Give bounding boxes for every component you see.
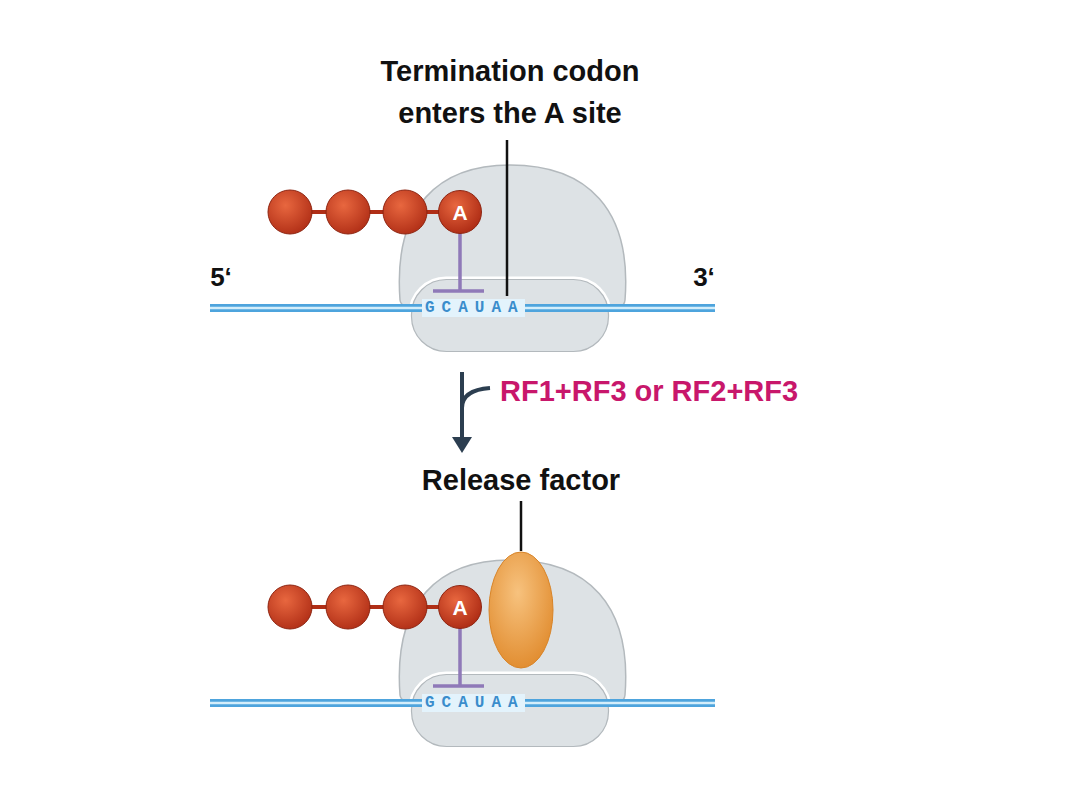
arrow-head <box>452 437 472 453</box>
strand-end: 3‘ <box>693 262 715 292</box>
callout-label: Release factor <box>422 463 620 497</box>
codon-sequence: GCAUAA <box>422 299 525 317</box>
amino-acid <box>383 190 427 234</box>
small-subunit-box: GCAUAA <box>410 278 610 353</box>
leader-line <box>506 140 509 296</box>
peptide-bond <box>290 605 460 609</box>
trna-stem <box>433 232 484 291</box>
ribosome-stage <box>210 165 715 353</box>
leader-line <box>520 501 523 551</box>
callout-title: Termination codon enters the A site <box>340 50 680 134</box>
amino-acid-label: A <box>452 202 467 223</box>
small-subunit-box: GCAUAA <box>410 673 610 748</box>
amino-acid-circle: A <box>438 585 482 629</box>
amino-acid <box>326 190 370 234</box>
trna-stem <box>433 627 484 686</box>
amino-acid <box>268 585 312 629</box>
ribosome-stage <box>210 552 715 748</box>
release-factor <box>489 552 553 668</box>
codon-sequence: GCAUAA <box>422 694 525 712</box>
peptide-bond <box>290 210 460 214</box>
amino-acid <box>268 190 312 234</box>
amino-acid <box>383 585 427 629</box>
amino-acid-circle: A <box>438 190 482 234</box>
arrow-branch <box>462 388 490 408</box>
strand-end: 5‘ <box>210 262 232 292</box>
amino-acid <box>326 585 370 629</box>
process-arrow <box>452 372 490 453</box>
factor-label: RF1+RF3 or RF2+RF3 <box>500 374 798 408</box>
amino-acid-label: A <box>452 597 467 618</box>
